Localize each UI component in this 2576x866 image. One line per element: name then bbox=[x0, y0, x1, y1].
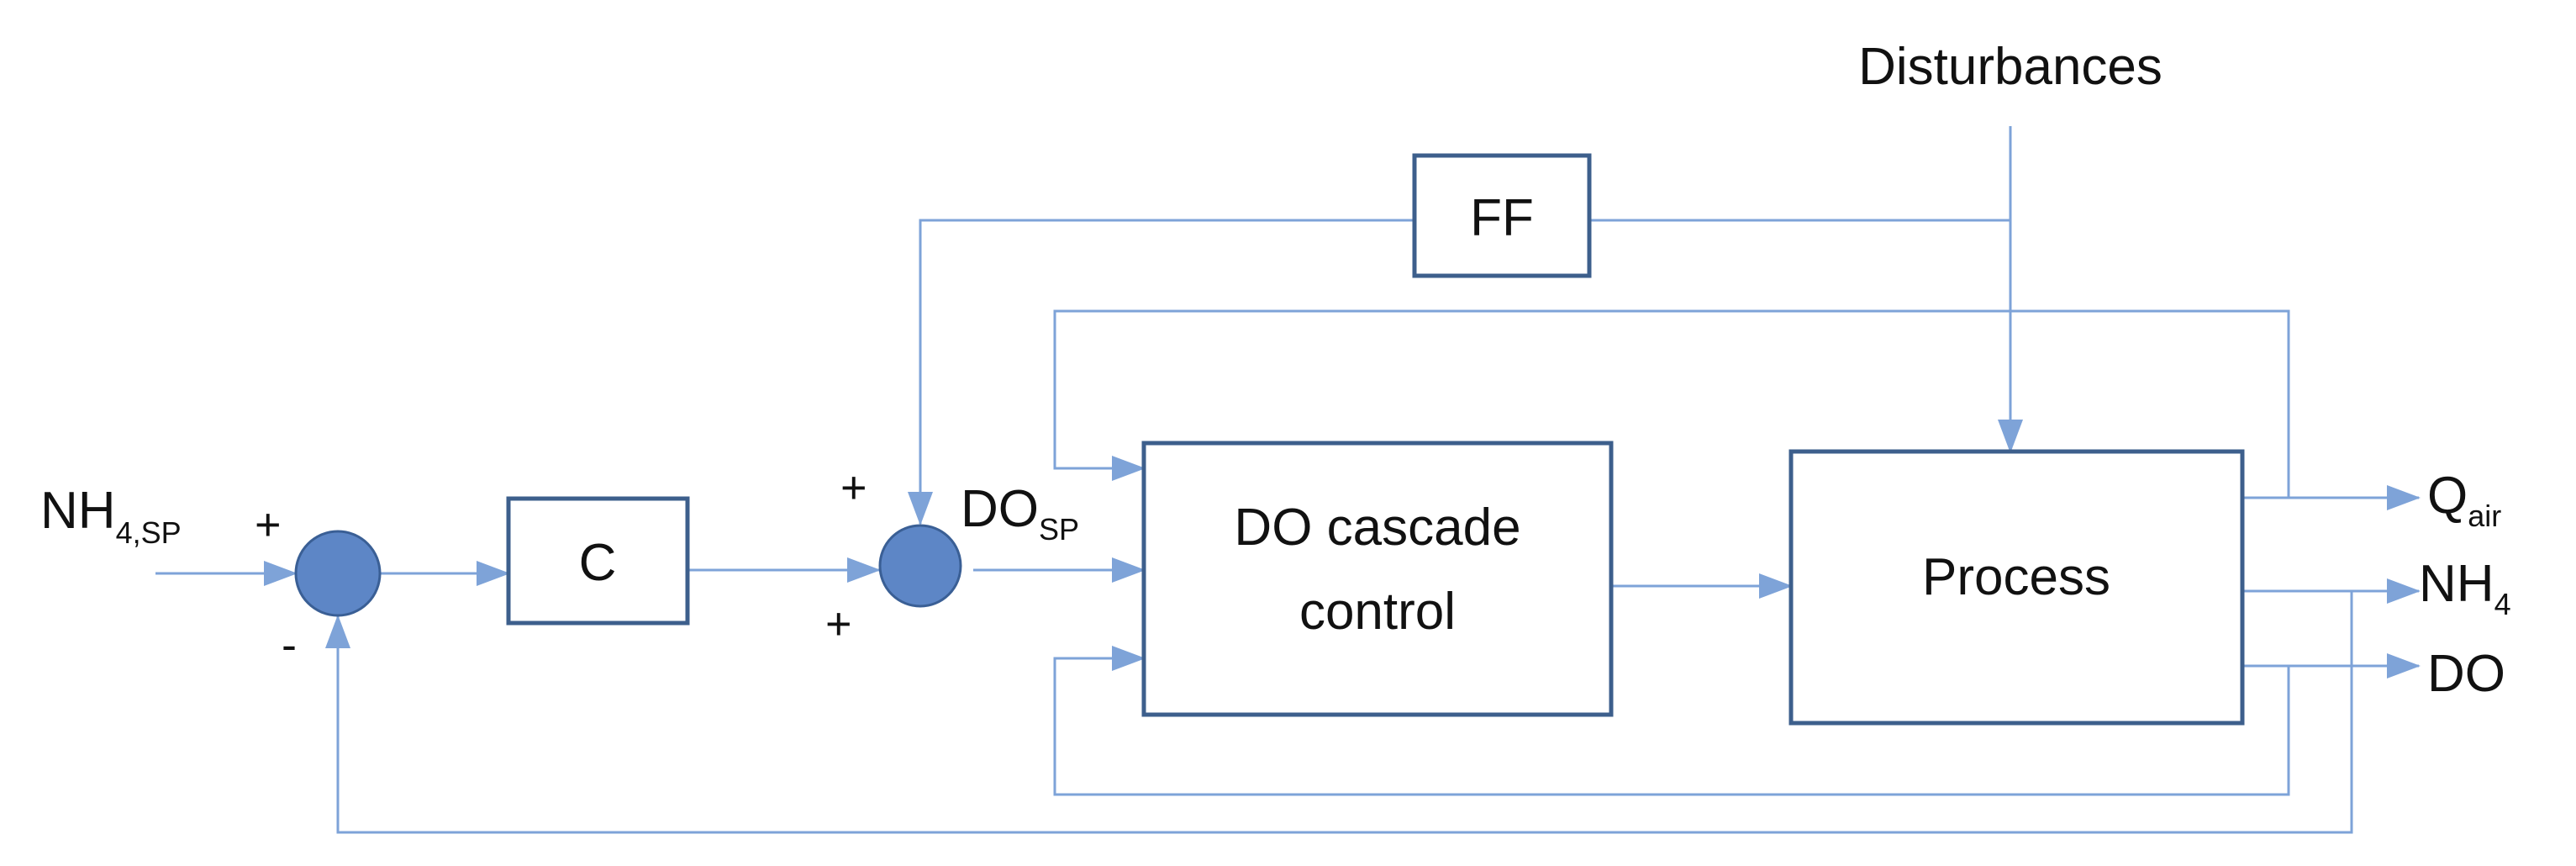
nh4-sp-input-label: NH4,SP bbox=[40, 482, 182, 550]
q-air-output-label: Qair bbox=[2427, 467, 2501, 533]
ff-label: FF bbox=[1470, 189, 1534, 247]
signal-wires bbox=[155, 126, 2421, 834]
sum1-plus-sign: + bbox=[255, 499, 282, 550]
wire-qair-feedback bbox=[1053, 309, 2290, 498]
do-cascade-label-line1: DO cascade bbox=[1234, 499, 1520, 557]
wire-ff-to-sum2 bbox=[908, 219, 1414, 525]
c-label: C bbox=[579, 534, 617, 592]
do-output-label: DO bbox=[2427, 645, 2505, 703]
do-sp-signal-label: DOSP bbox=[961, 480, 1079, 547]
wire-nh4-feedback bbox=[325, 591, 2353, 834]
nh4-output-label: NH4 bbox=[2419, 555, 2511, 621]
sum2-plus-top-sign: + bbox=[840, 462, 867, 513]
ff-block bbox=[1412, 153, 1592, 278]
c-block bbox=[506, 496, 690, 626]
sum2-plus-bottom-sign: + bbox=[825, 599, 852, 649]
summing-junction-2 bbox=[878, 524, 962, 608]
process-label: Process bbox=[1922, 548, 2110, 606]
process-block bbox=[1788, 449, 2245, 726]
disturbances-label: Disturbances bbox=[1858, 38, 2162, 96]
wire-do-feedback bbox=[1053, 646, 2290, 796]
do-cascade-label-line2: control bbox=[1299, 583, 1456, 641]
summing-junction-1 bbox=[294, 530, 382, 617]
do-cascade-control-block bbox=[1141, 441, 1614, 717]
sum1-minus-sign: - bbox=[282, 620, 297, 670]
